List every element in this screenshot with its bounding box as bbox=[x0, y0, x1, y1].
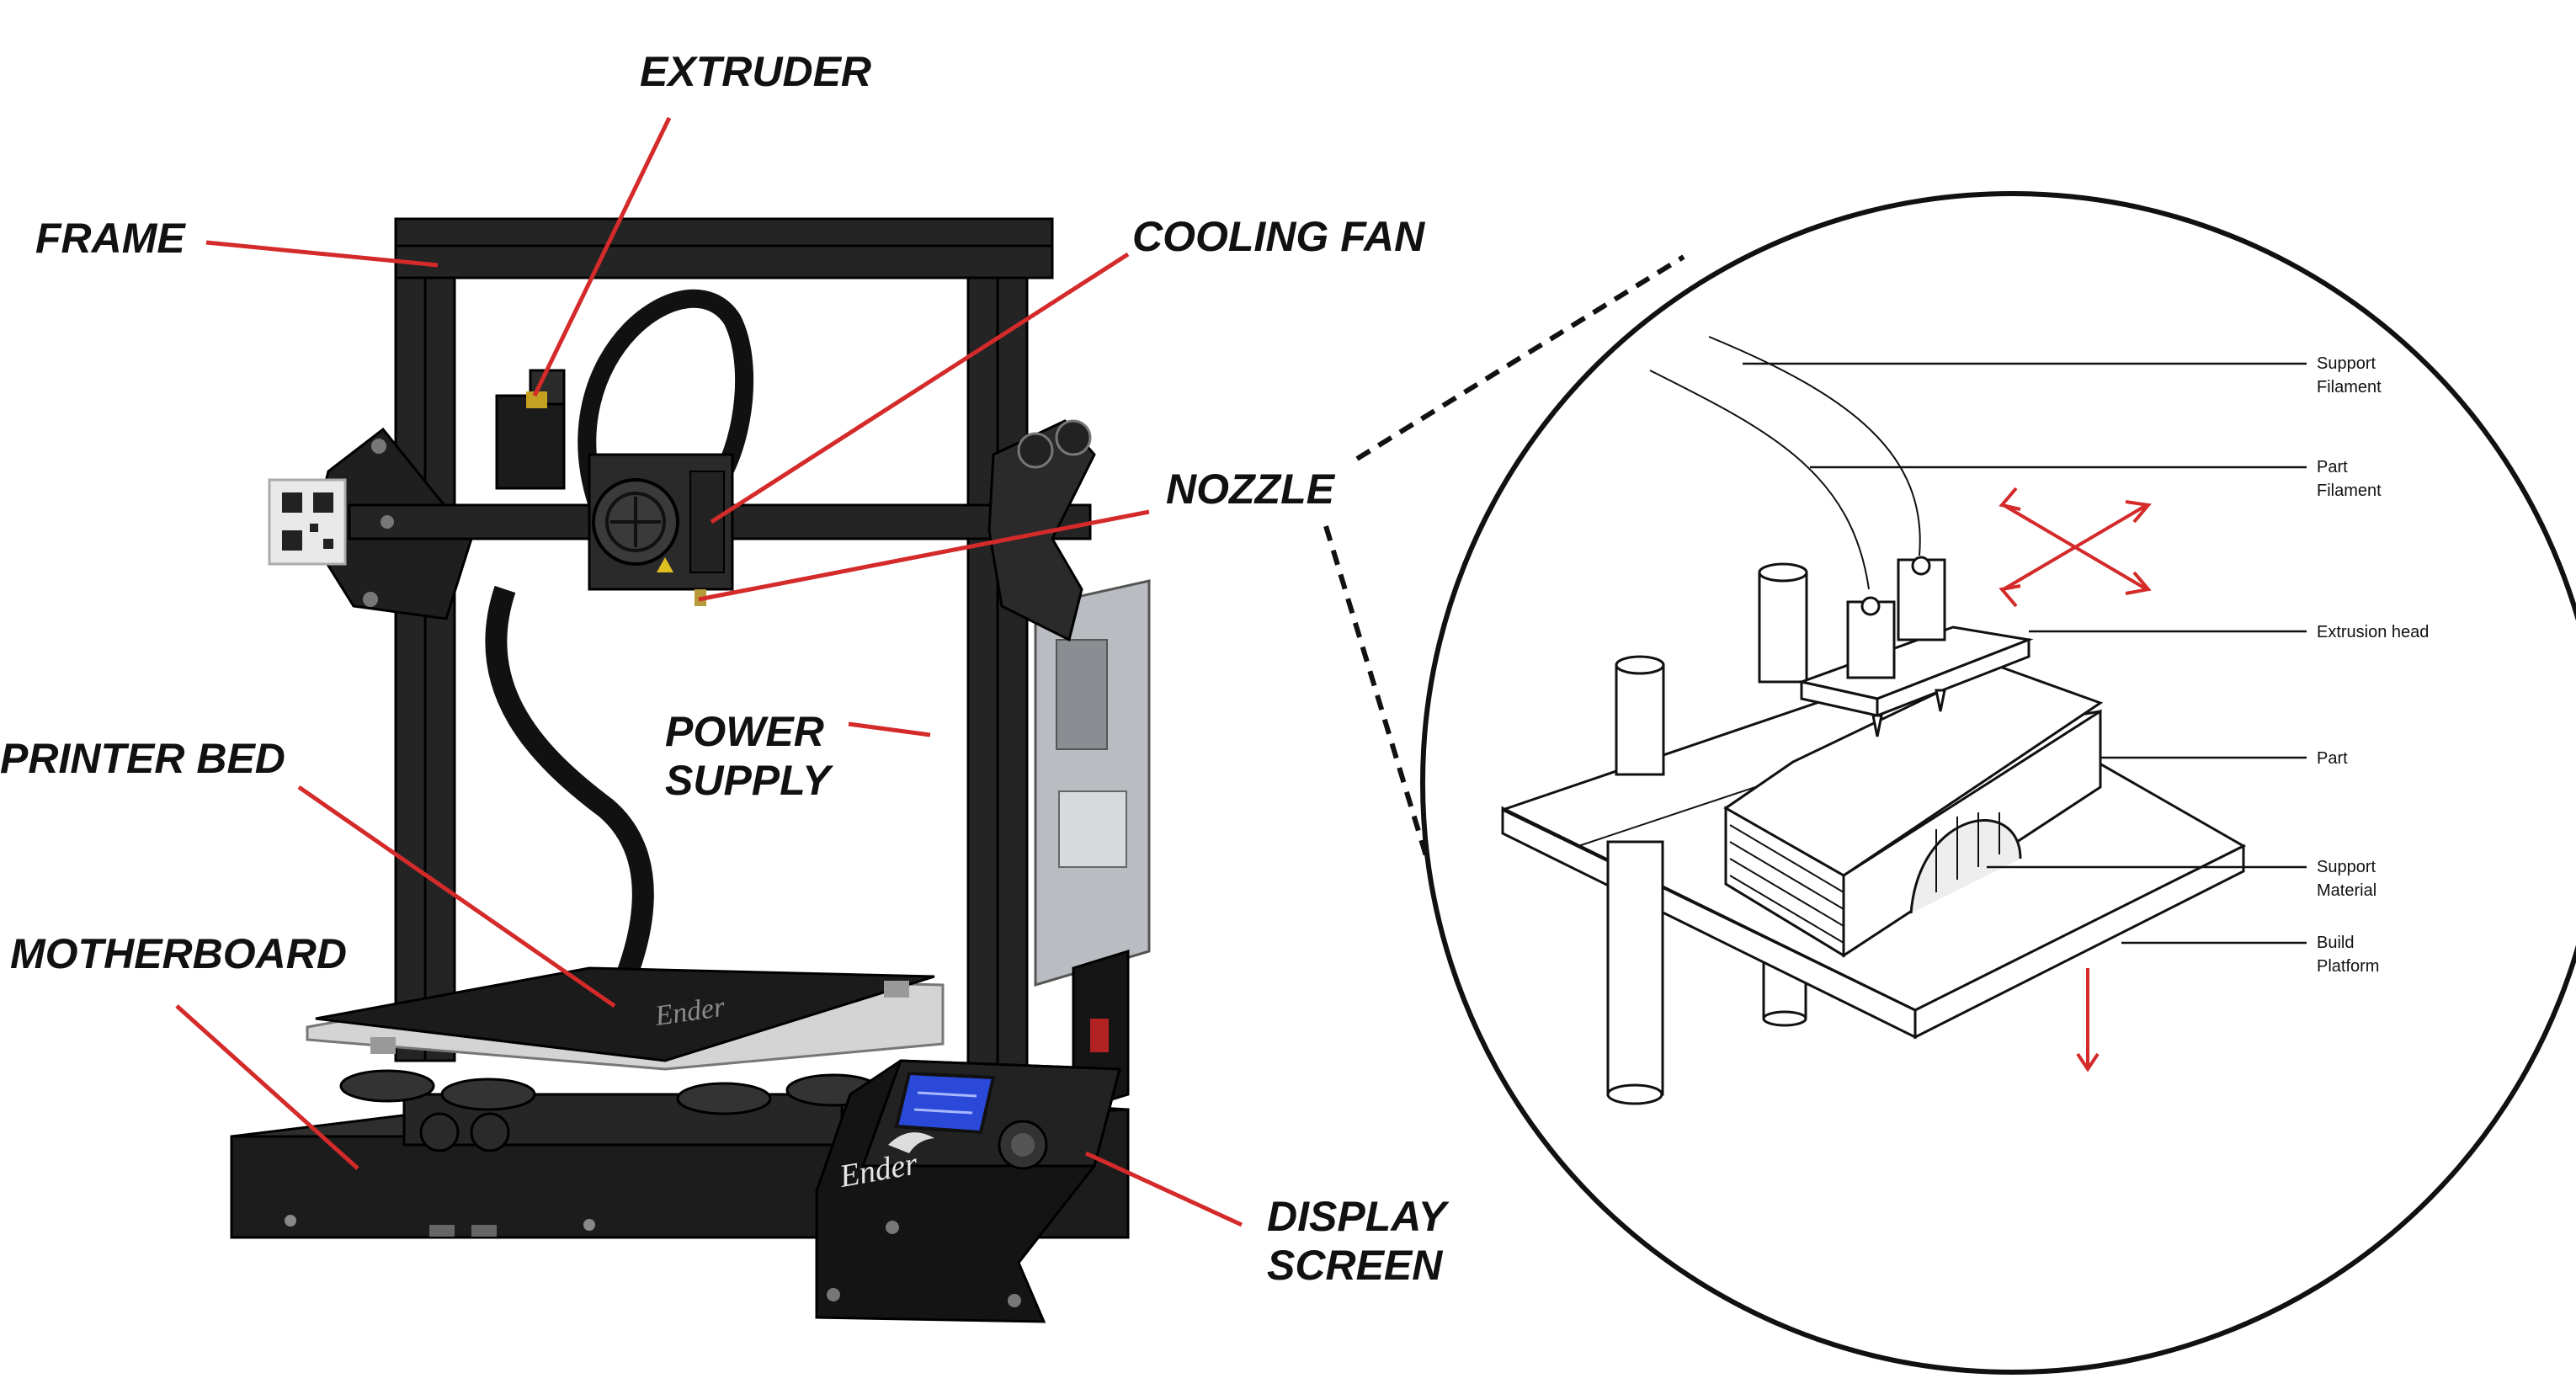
label-motherboard: MOTHERBOARD bbox=[10, 930, 347, 977]
label-power-supply-line1: POWER bbox=[665, 708, 824, 755]
part-filament bbox=[1649, 370, 1870, 590]
display-screen bbox=[894, 1071, 996, 1135]
label-extruder: EXTRUDER bbox=[640, 48, 871, 95]
label-support-material-line2: Material bbox=[2317, 881, 2376, 900]
label-part-filament-line1: Part bbox=[2317, 458, 2348, 476]
label-part: Part bbox=[2317, 749, 2348, 768]
label-support-filament-line1: Support bbox=[2317, 354, 2376, 373]
fdm-labels: Support Filament Part Filament Extrusion… bbox=[2317, 354, 2429, 976]
printer-bed: Ender bbox=[306, 966, 945, 1071]
leader-lines bbox=[175, 116, 1243, 1227]
label-build-platform-line1: Build bbox=[2317, 934, 2354, 952]
support-arch bbox=[1909, 819, 2022, 914]
power-supply bbox=[1034, 579, 1151, 1114]
extrusion-head bbox=[1796, 556, 2034, 737]
label-frame: FRAME bbox=[35, 215, 186, 262]
label-display-screen-line2: SCREEN bbox=[1267, 1242, 1443, 1289]
qr-code-icon bbox=[268, 478, 347, 566]
fdm-zoom: Support Filament Part Filament Extrusion… bbox=[1323, 191, 2576, 1375]
display-box: Ender bbox=[815, 1059, 1121, 1323]
left-bracket bbox=[268, 427, 473, 620]
label-power-supply-line2: SUPPLY bbox=[665, 757, 834, 804]
label-part-filament-line2: Filament bbox=[2317, 482, 2382, 500]
label-printer-bed: PRINTER BED bbox=[0, 735, 285, 782]
support-filament bbox=[1708, 336, 1921, 556]
move-arrows-icon bbox=[1999, 487, 2152, 608]
extruder-motor bbox=[495, 369, 566, 490]
hotend-assembly bbox=[588, 453, 734, 606]
label-support-filament-line2: Filament bbox=[2317, 378, 2382, 396]
printer-labels: EXTRUDER FRAME COOLING FAN NOZZLE POWER … bbox=[0, 48, 1450, 1289]
label-cooling-fan: COOLING FAN bbox=[1132, 213, 1425, 260]
down-arrow-icon bbox=[2076, 968, 2100, 1072]
printer-illustration: Ender Ender bbox=[230, 217, 1151, 1323]
cable-bundle bbox=[577, 289, 754, 513]
bed-carriage bbox=[339, 1069, 881, 1152]
label-extrusion-head: Extrusion head bbox=[2317, 623, 2429, 641]
part-block bbox=[1723, 663, 2104, 958]
label-build-platform-line2: Platform bbox=[2317, 957, 2379, 976]
label-display-screen-line1: DISPLAY bbox=[1267, 1193, 1450, 1240]
zoom-connector bbox=[1323, 254, 1685, 859]
dragon-logo-icon bbox=[888, 1132, 934, 1153]
fdm-leaders bbox=[1743, 362, 2307, 945]
printer-frame bbox=[394, 217, 1054, 1079]
label-support-material-line1: Support bbox=[2317, 858, 2376, 876]
label-nozzle: NOZZLE bbox=[1166, 466, 1336, 513]
